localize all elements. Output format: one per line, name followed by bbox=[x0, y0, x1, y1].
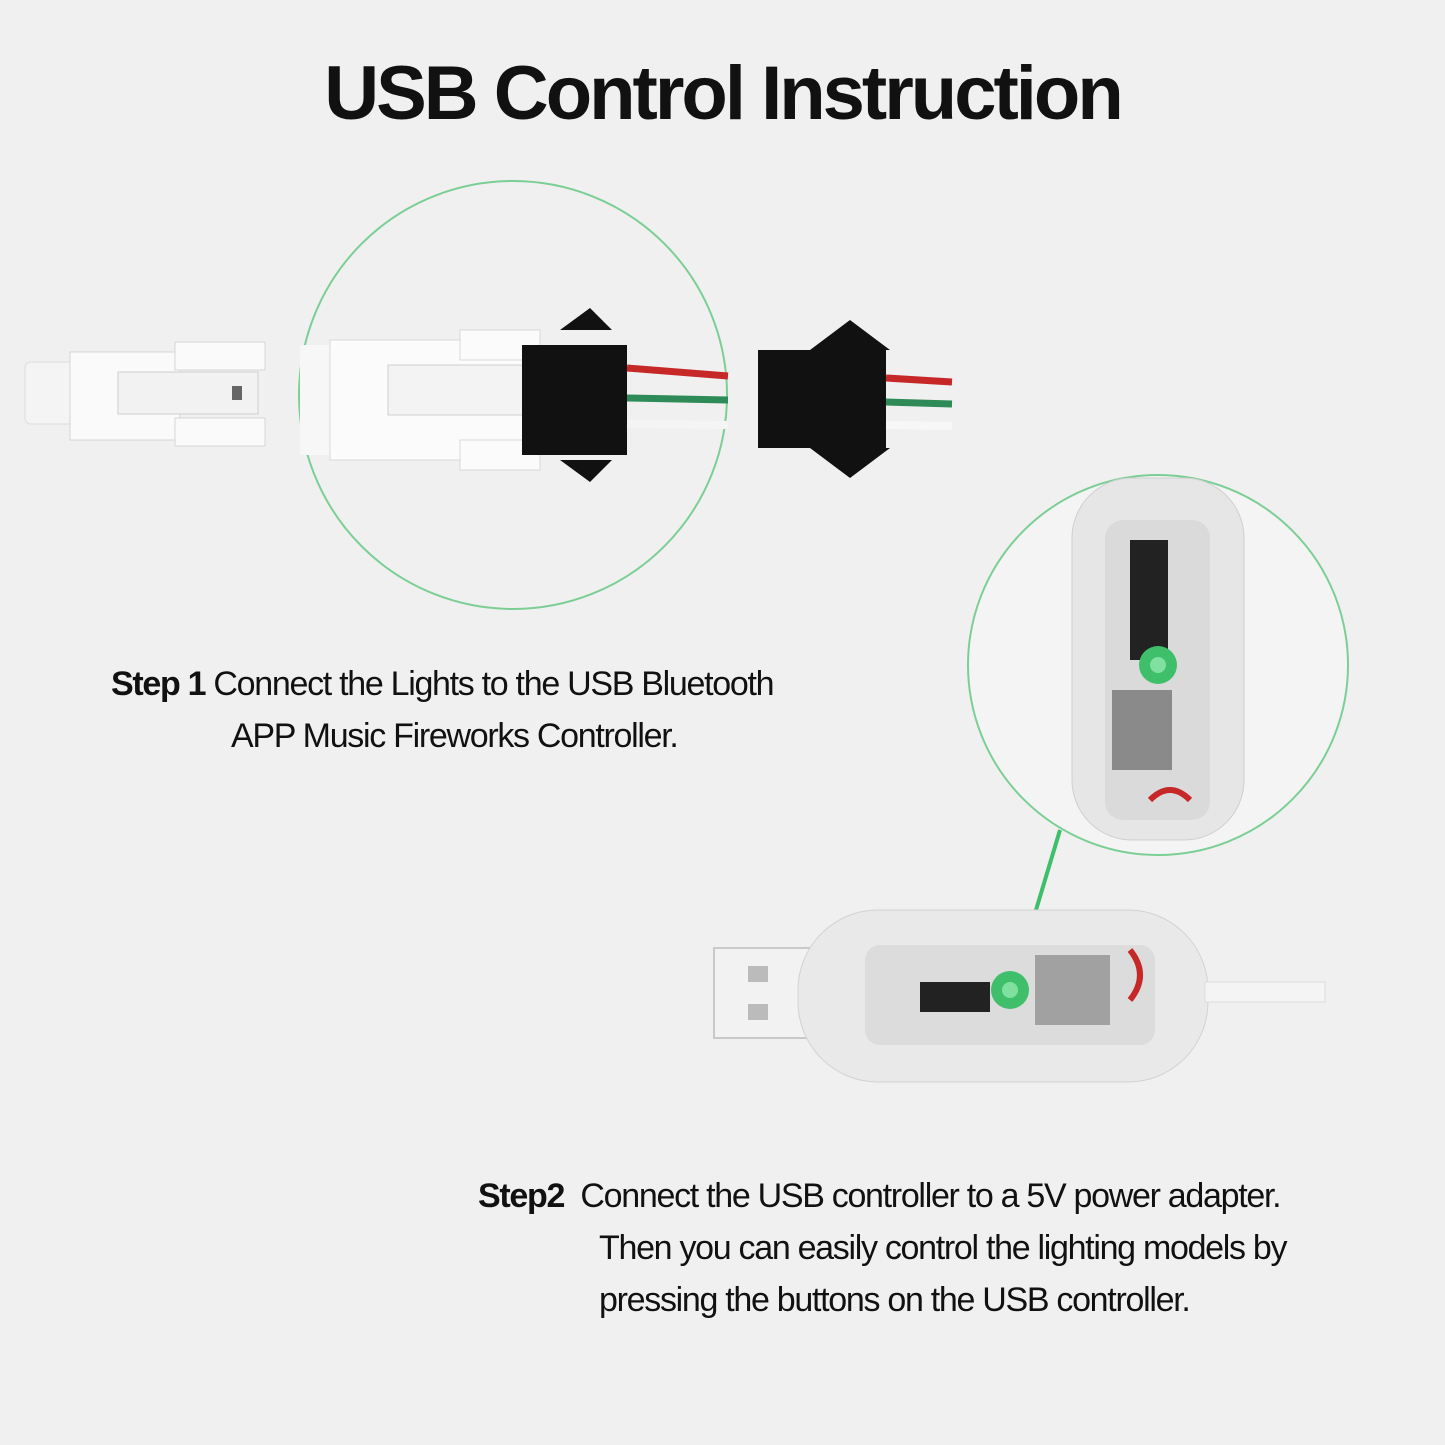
page-title: USB Control Instruction bbox=[324, 51, 1124, 136]
step2-line2: Then you can easily control the lighting… bbox=[599, 1229, 1288, 1267]
connection-zoom-circle bbox=[298, 180, 729, 610]
step2-line1: Connect the USB controller to a 5V power… bbox=[580, 1177, 1281, 1215]
circuit-board-icon bbox=[967, 474, 1349, 856]
female-connector-icon bbox=[758, 320, 953, 478]
step1-line1: Connect the Lights to the USB Bluetooth bbox=[213, 665, 774, 703]
step2-instruction: Step2 Connect the USB controller to a 5V… bbox=[478, 1170, 1438, 1326]
step1-line2: APP Music Fireworks Controller. bbox=[231, 717, 679, 755]
step1-instruction: Step 1 Connect the Lights to the USB Blu… bbox=[111, 658, 911, 762]
male-connector-icon bbox=[24, 341, 266, 447]
step2-line3: pressing the buttons on the USB controll… bbox=[599, 1281, 1191, 1319]
usb-controller-icon bbox=[713, 909, 1326, 1083]
step1-label: Step 1 bbox=[111, 665, 207, 703]
step2-label: Step2 bbox=[478, 1177, 565, 1215]
